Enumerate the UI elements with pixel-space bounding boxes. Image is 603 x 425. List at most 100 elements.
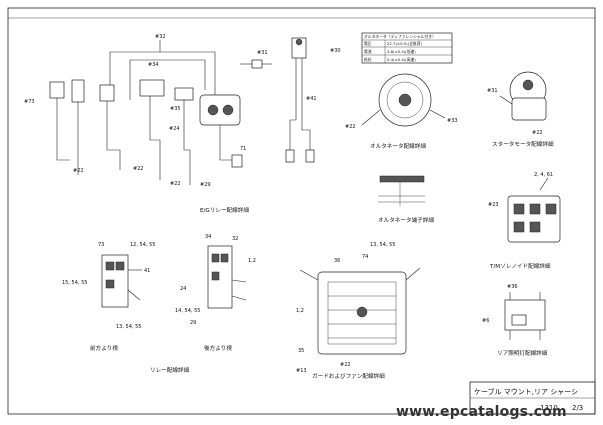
- callout-31: #31: [257, 50, 268, 56]
- section-tm-solenoid: T/Mソレノイド配線詳細: [489, 262, 551, 270]
- section-relay: リレー配線詳細: [150, 366, 190, 374]
- alternator-hub: [398, 93, 412, 107]
- solenoid-a: [513, 203, 525, 215]
- solenoid-d: [513, 221, 525, 233]
- callout-32-rear: 32: [232, 236, 238, 242]
- callout-22-guard: #22: [340, 362, 351, 368]
- front-wire-2: [127, 289, 141, 301]
- front-relay-pin-1: [105, 261, 115, 271]
- solenoid-c: [545, 203, 557, 215]
- top-connector: [291, 37, 307, 59]
- title-block: ケーブル マウント,リア シャーシ 1310 2/3: [469, 381, 596, 415]
- callout-22-starter: #22: [532, 130, 543, 136]
- relay-terminal-right: [222, 104, 234, 116]
- connector-c: [99, 84, 115, 102]
- relay-front-view: 73 12, 54, 55 41 15, 54, 55 13, 54, 55 前…: [62, 242, 155, 352]
- callout-35-guard: 35: [298, 348, 304, 354]
- connector-b: [71, 79, 85, 103]
- rear-relay-wires: [231, 279, 247, 301]
- callout-32: #32: [155, 34, 166, 40]
- callout-73: #73: [24, 99, 35, 105]
- relay-terminal-left: [207, 104, 219, 116]
- starter-housing: [511, 97, 547, 121]
- callout-13-54-55-guard: 13, 54, 55: [370, 242, 395, 248]
- solenoid-wire: [539, 177, 549, 191]
- alt-table-header: オルタネータ（ディファレンシャル付き）: [364, 34, 436, 39]
- callout-74: 74: [362, 254, 368, 260]
- terminal-plate: [379, 175, 425, 183]
- drawing-frame: [7, 7, 596, 415]
- callout-34: #34: [148, 62, 159, 68]
- section-alternator: オルタネータ配線詳細: [370, 142, 426, 150]
- callout-22-c: #22: [170, 181, 181, 187]
- alt-wire-right: [429, 109, 446, 119]
- cable-branch: [301, 58, 311, 150]
- callout-22-b: #22: [133, 166, 144, 172]
- rear-relay-pin-2: [220, 253, 229, 263]
- rear-relay-body: [207, 245, 233, 309]
- callout-41: #41: [306, 96, 317, 102]
- tm-solenoid-detail: 2, 4, 61 #23 T/Mソレノイド配線詳細: [488, 172, 561, 270]
- fuse-holder: [251, 59, 263, 69]
- callout-34-rear: 34: [205, 234, 211, 240]
- connector-a: [49, 81, 65, 99]
- title-page: 2/3: [572, 404, 583, 412]
- wire-d: [149, 96, 161, 180]
- guard-fan-detail: 36 74 13, 54, 55 1,2 35 #13 #22 ガードおよびファ…: [296, 242, 421, 380]
- section-rear-view: 後方より視: [204, 344, 232, 352]
- rear-light-detail: #36 #6 リア照明灯配線詳細: [482, 284, 548, 357]
- alt-table-r3-c1: 抵抗: [364, 57, 372, 62]
- section-alt-terminal: オルタネータ端子詳細: [378, 216, 434, 224]
- callout-22-alt: #22: [345, 124, 356, 130]
- callout-24-rear: 24: [180, 286, 186, 292]
- rear-lamp: [511, 314, 527, 326]
- callout-15-54-55: 15, 54, 55: [62, 280, 87, 286]
- solenoid-b: [529, 203, 541, 215]
- callout-13-54-55: 13, 54, 55: [116, 324, 141, 330]
- cable-end-b: [305, 149, 315, 163]
- connector-e: [174, 87, 194, 101]
- solenoid-e: [529, 221, 541, 233]
- harness-inner: [129, 59, 206, 100]
- connector-71: [231, 154, 243, 168]
- relay-unit: [199, 94, 241, 126]
- callout-14-54-55: 14, 54, 55: [175, 308, 200, 314]
- guard-wires: [299, 267, 421, 281]
- alt-table-r3-c2: 0.4(±0.4)(高速): [387, 57, 416, 62]
- title-part-number: 1310: [540, 404, 558, 412]
- cable-main: [289, 58, 297, 150]
- rear-relay-pin-3: [211, 271, 220, 281]
- callout-29-rear: 29: [190, 320, 196, 326]
- callout-1-2-guard: 1,2: [296, 308, 304, 314]
- cable-run: #41 #30: [285, 37, 341, 163]
- starter-detail: #31 #22 スタータモータ配線詳細: [487, 71, 554, 148]
- harness-loop: [109, 51, 216, 100]
- callout-23: #23: [488, 202, 499, 208]
- wire-c: [106, 101, 121, 170]
- callout-73-front: 73: [98, 242, 104, 248]
- section-front-view: 前方より視: [90, 344, 118, 352]
- wire-a: [56, 98, 70, 161]
- top-connector-pin: [295, 38, 303, 46]
- section-eg-relay: E/Gリレー配線詳細: [200, 206, 249, 214]
- wire-f: [219, 125, 235, 161]
- callout-24: #24: [169, 126, 180, 132]
- relay-rear-view: 34 32 1,2 24 14, 54, 55 29 後方より視 リレー配線詳細: [150, 234, 256, 374]
- front-relay-pin-3: [105, 279, 115, 289]
- connector-d: [139, 79, 165, 97]
- fan-hub: [356, 306, 368, 318]
- section-guard-fan: ガードおよびファン配線詳細: [312, 372, 385, 380]
- callout-36: #36: [507, 284, 518, 290]
- alternator-ring: [386, 81, 424, 119]
- callout-1-2: 1,2: [248, 258, 256, 264]
- callout-41-front: 41: [144, 268, 150, 274]
- callout-71: 71: [240, 146, 246, 152]
- cable-end-a: [285, 149, 295, 163]
- alt-table-r1-c2: 22.7(±0.5)(全負荷): [387, 41, 423, 46]
- alternator-detail: オルタネータ（ディファレンシャル付き） 電圧 22.7(±0.5)(全負荷) 電…: [345, 32, 458, 150]
- callout-31-starter: #31: [487, 88, 498, 94]
- title-line-1: ケーブル マウント,リア シャーシ: [474, 387, 578, 396]
- eg-relay-detail: #32 #31 #34 #35 #24 #73 71 #29 #22 #22 #…: [24, 34, 272, 214]
- callout-6: #6: [482, 318, 489, 324]
